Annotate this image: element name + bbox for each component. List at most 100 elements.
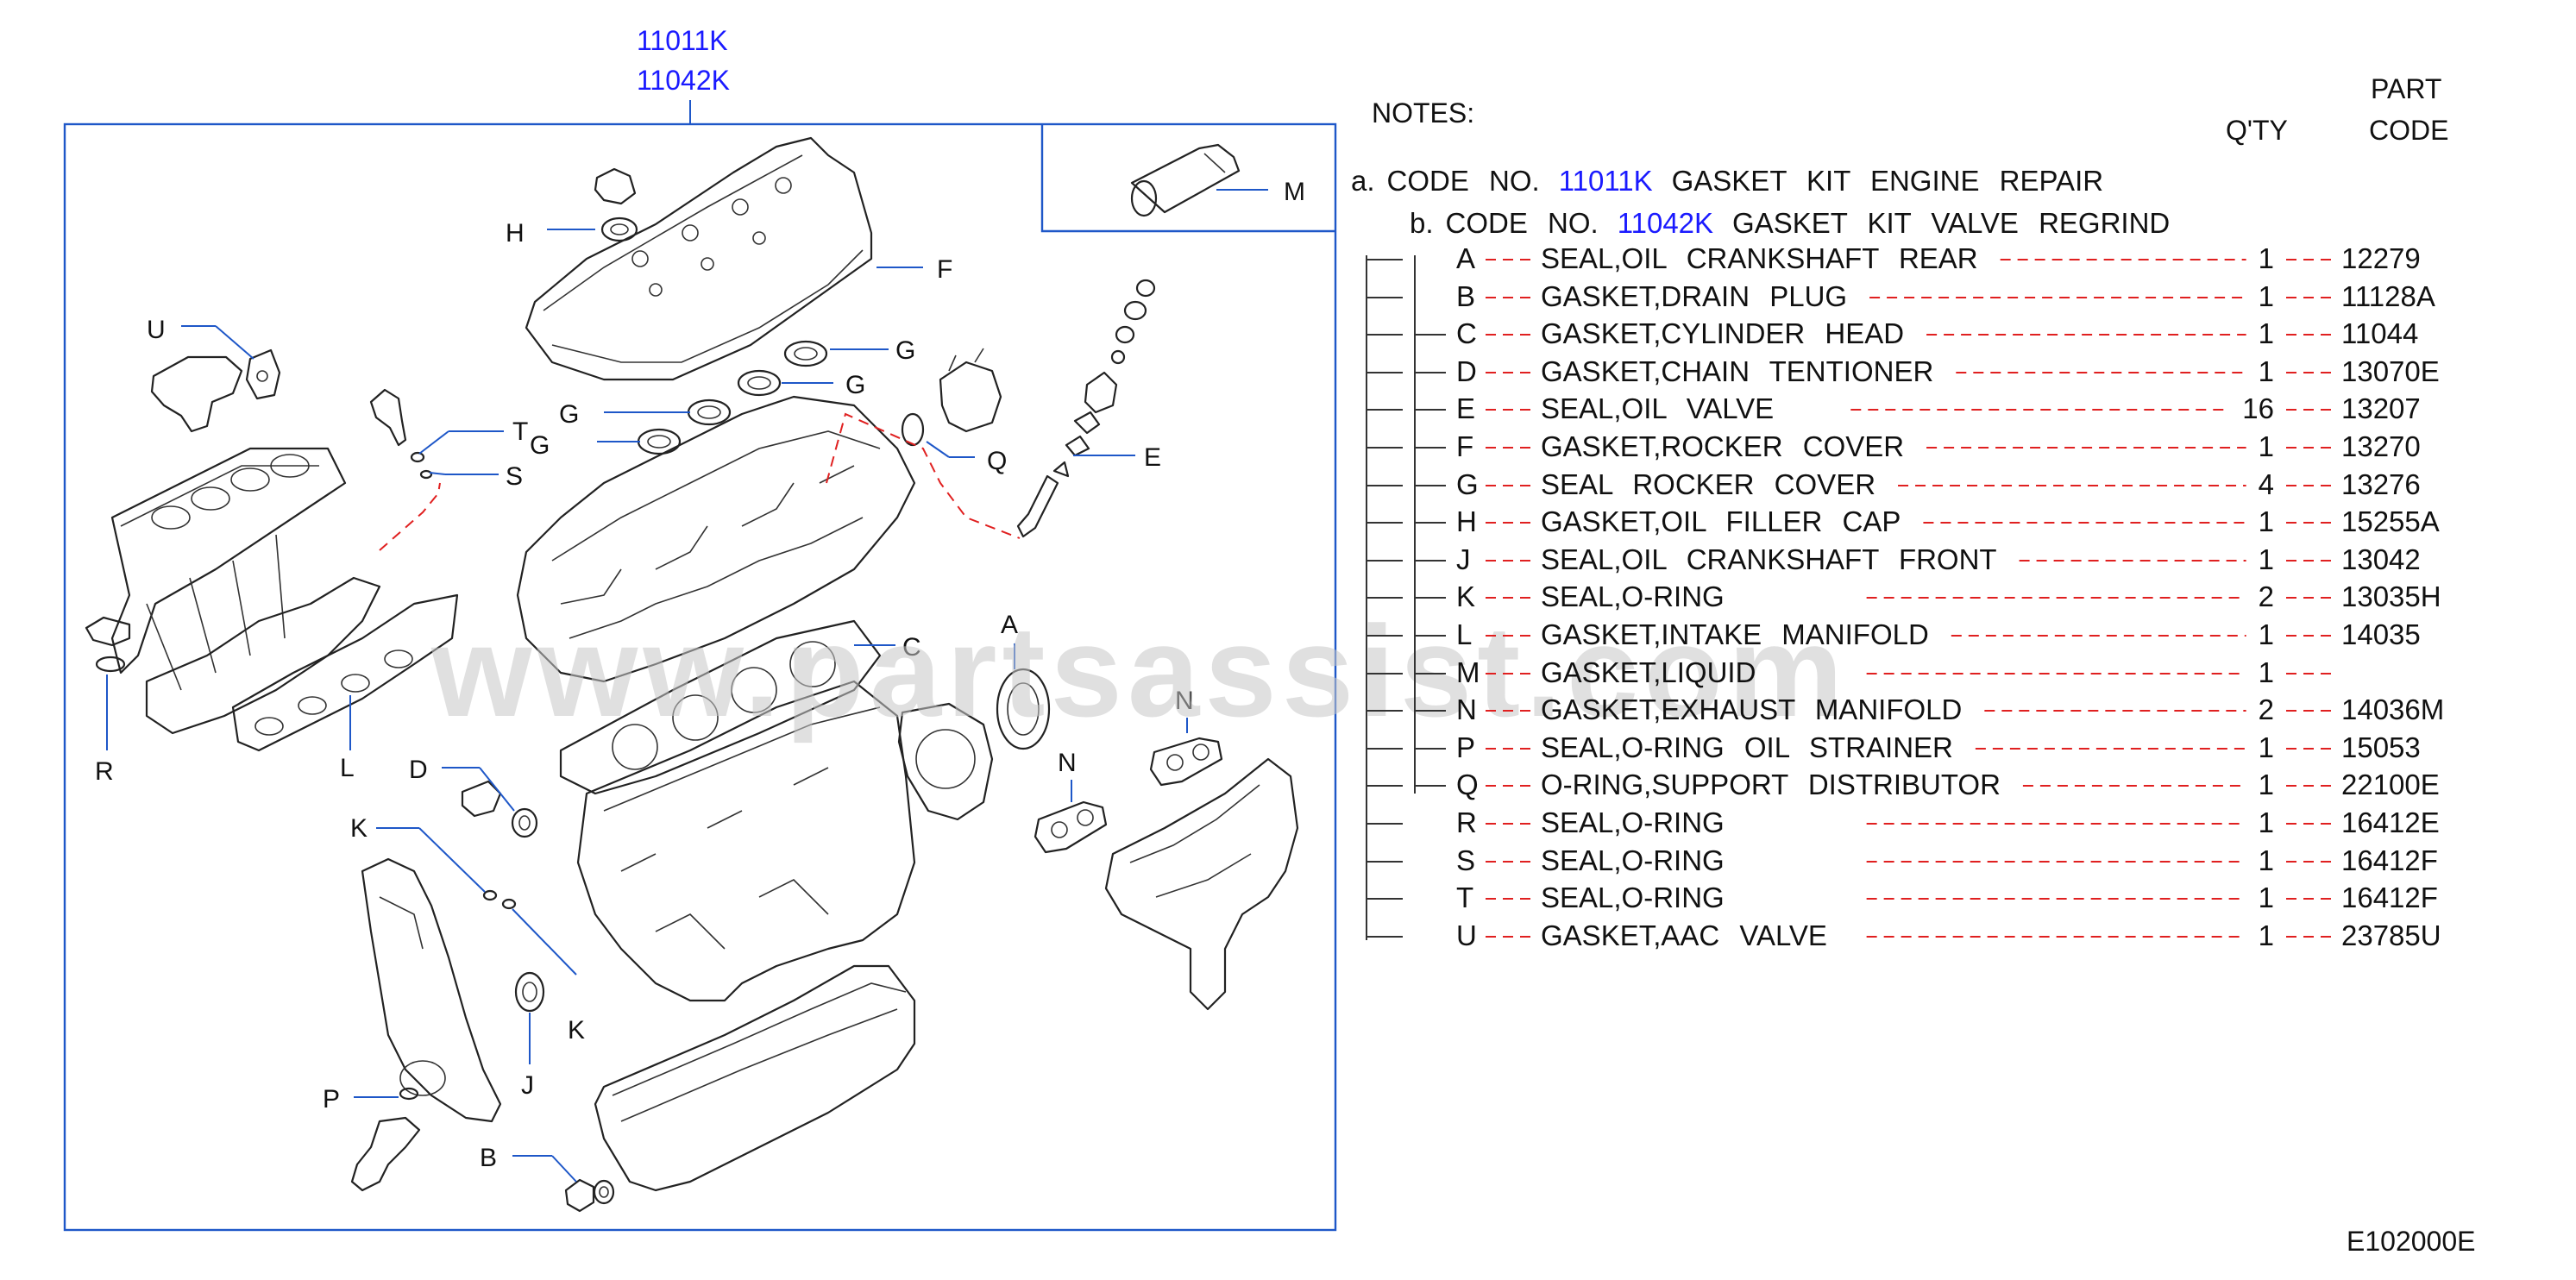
kit-a-name: GASKET KIT ENGINE REPAIR bbox=[1672, 165, 2103, 197]
callout-q: Q bbox=[987, 447, 1007, 475]
intake-manifold-gasket-drawing bbox=[231, 593, 459, 752]
part-name: GASKET,ROCKER COVER bbox=[1541, 430, 1904, 462]
kit-b-name: GASKET KIT VALVE REGRIND bbox=[1732, 207, 2170, 239]
part-name: O-RING,SUPPORT DISTRIBUTOR bbox=[1541, 769, 2001, 800]
part-qty: 2 bbox=[2259, 693, 2274, 725]
part-qty: 1 bbox=[2259, 882, 2274, 913]
oil-pan-drawing bbox=[594, 964, 916, 1192]
front-cover-drawing bbox=[361, 857, 517, 1123]
injector-orings-drawing bbox=[369, 388, 433, 480]
callout-s: S bbox=[506, 462, 523, 491]
part-code: 23785U bbox=[2341, 919, 2441, 951]
part-qty: 1 bbox=[2259, 543, 2274, 575]
part-row-s: S SEAL,O-RING 1 16412F bbox=[1456, 844, 2438, 876]
part-name: GASKET,CHAIN TENTIONER bbox=[1541, 355, 1933, 387]
watermark: www.partsassist.com bbox=[430, 599, 1848, 744]
part-row-b: B GASKET,DRAIN PLUG 1 11128A bbox=[1456, 280, 2435, 312]
part-code: 13270 bbox=[2341, 430, 2421, 462]
liquid-gasket-tube-icon bbox=[1130, 143, 1241, 217]
oil-strainer-drawing bbox=[350, 1087, 421, 1192]
part-qty: 1 bbox=[2259, 618, 2274, 650]
notes-label: NOTES: bbox=[1372, 97, 1474, 129]
part-name: SEAL,OIL VALVE bbox=[1541, 392, 1774, 424]
callout-g-4: G bbox=[530, 431, 550, 460]
rear-crankshaft-seal-drawing bbox=[897, 668, 1051, 821]
callout-m: M bbox=[1284, 178, 1305, 206]
part-name: SEAL,O-RING bbox=[1541, 806, 1725, 838]
part-code: 14035 bbox=[2341, 618, 2421, 650]
callout-j: J bbox=[521, 1071, 534, 1100]
kit-a-code: 11011K bbox=[1559, 165, 1653, 197]
part-name: GASKET,DRAIN PLUG bbox=[1541, 280, 1847, 312]
part-qty: 1 bbox=[2259, 844, 2274, 876]
callout-c: C bbox=[902, 633, 921, 662]
part-letter: K bbox=[1456, 580, 1475, 612]
callout-d: D bbox=[409, 756, 428, 784]
part-letter: T bbox=[1456, 882, 1473, 913]
part-qty: 1 bbox=[2259, 919, 2274, 951]
part-code: 15053 bbox=[2341, 731, 2421, 763]
aac-valve-drawing bbox=[150, 348, 281, 433]
part-code: 14036M bbox=[2341, 693, 2444, 725]
part-name: SEAL,OIL CRANKSHAFT FRONT bbox=[1541, 543, 1997, 575]
callout-g-2: G bbox=[845, 371, 865, 399]
part-qty: 1 bbox=[2259, 769, 2274, 800]
front-crankshaft-seal-drawing bbox=[514, 971, 545, 1013]
part-row-m: M GASKET,LIQUID 1 bbox=[1456, 656, 2331, 688]
part-name: SEAL,O-RING bbox=[1541, 882, 1725, 913]
part-qty: 1 bbox=[2259, 280, 2274, 312]
part-letter: A bbox=[1456, 242, 1475, 274]
header-code: CODE bbox=[2369, 115, 2448, 146]
part-letter: B bbox=[1456, 280, 1475, 312]
part-code: 13070E bbox=[2341, 355, 2440, 387]
part-letter: M bbox=[1456, 656, 1480, 688]
oil-filler-cap-drawing bbox=[594, 167, 638, 242]
part-qty: 2 bbox=[2259, 580, 2274, 612]
part-letter: S bbox=[1456, 844, 1475, 876]
callout-p: P bbox=[323, 1085, 340, 1114]
part-code: 13207 bbox=[2341, 392, 2421, 424]
callout-leaders bbox=[106, 189, 1268, 1183]
part-name: SEAL,O-RING bbox=[1541, 844, 1725, 876]
callout-k-1: K bbox=[350, 814, 368, 843]
part-code: 22100E bbox=[2341, 769, 2440, 800]
part-code: 13035H bbox=[2341, 580, 2441, 612]
part-letter: G bbox=[1456, 468, 1479, 500]
part-code: 11128A bbox=[2341, 280, 2435, 312]
part-letter: U bbox=[1456, 919, 1477, 951]
part-letter: D bbox=[1456, 355, 1477, 387]
part-name: SEAL,O-RING OIL STRAINER bbox=[1541, 731, 1953, 763]
part-qty: 1 bbox=[2259, 317, 2274, 349]
part-name: SEAL,O-RING bbox=[1541, 580, 1725, 612]
sensor-drawing bbox=[85, 616, 131, 673]
kit-a-prefix: CODE NO. bbox=[1387, 165, 1540, 197]
part-code: 16412E bbox=[2341, 806, 2440, 838]
part-letter: Q bbox=[1456, 769, 1479, 800]
part-letter: H bbox=[1456, 505, 1477, 537]
callout-t: T bbox=[512, 417, 528, 446]
part-qty: 1 bbox=[2259, 505, 2274, 537]
part-letter: J bbox=[1456, 543, 1471, 575]
callout-n-2: N bbox=[1058, 749, 1077, 777]
kit-tree-ticks bbox=[1367, 259, 1446, 938]
callout-l: L bbox=[340, 754, 355, 782]
callout-k-2: K bbox=[568, 1016, 585, 1045]
part-code: 16412F bbox=[2341, 844, 2438, 876]
chain-tensioner-drawing bbox=[461, 780, 538, 838]
part-name: GASKET,LIQUID bbox=[1541, 656, 1756, 688]
rocker-seals-drawing bbox=[637, 340, 828, 455]
header-part: PART bbox=[2371, 73, 2441, 104]
drain-plug-drawing bbox=[564, 1178, 615, 1213]
part-letter: C bbox=[1456, 317, 1477, 349]
part-qty: 1 bbox=[2259, 656, 2274, 688]
